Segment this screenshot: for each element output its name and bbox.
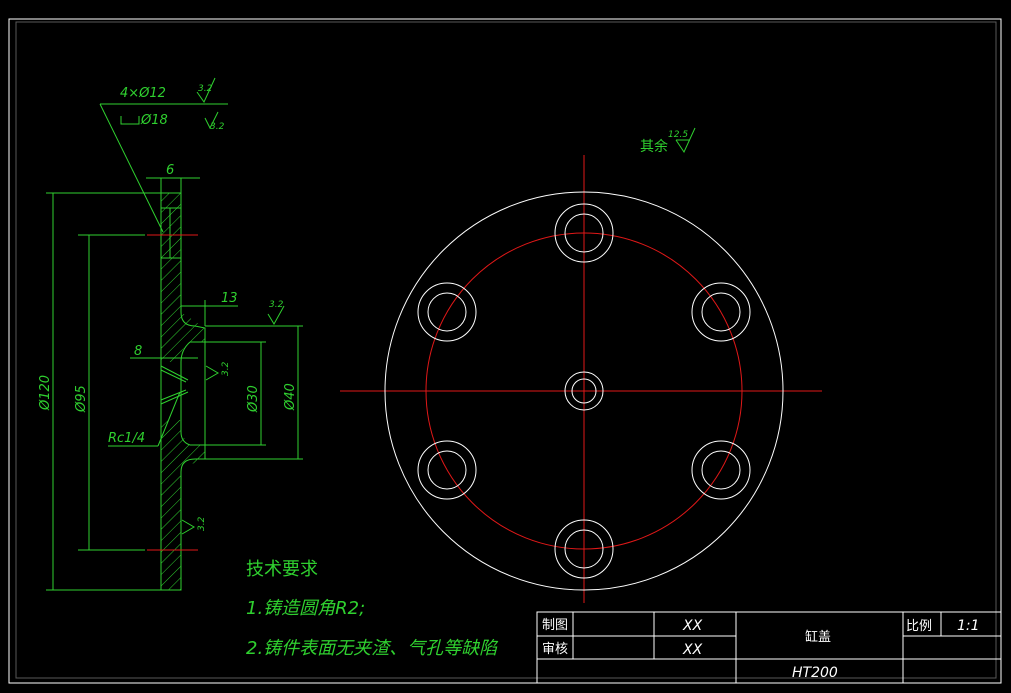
bolt-hole-1 xyxy=(564,213,604,253)
notes-line2: 2.铸件表面无夹渣、气孔等缺陷 xyxy=(246,638,499,659)
tb-drawn-label: 制图 xyxy=(542,618,568,633)
drawing-frame-outer xyxy=(8,18,1002,684)
tb-material: HT200 xyxy=(792,665,838,681)
roughness-bore-symbol xyxy=(205,365,219,381)
title-block xyxy=(536,611,1002,684)
roughness-holes: 3.2 xyxy=(198,84,213,94)
bolt-hole-3-counterbore xyxy=(691,440,751,500)
dim-holes: 4×Ø12 xyxy=(120,86,166,101)
bolt-hole-3 xyxy=(701,450,741,490)
bore-fillet xyxy=(180,341,191,446)
bolt-hole-4-counterbore xyxy=(554,519,614,579)
notes-title: 技术要求 xyxy=(246,559,318,580)
tb-part-name: 缸盖 xyxy=(805,629,831,645)
dim-boss-length: 13 xyxy=(221,291,238,306)
roughness-boss-face: 3.2 xyxy=(269,300,284,310)
roughness-face-symbol xyxy=(267,305,285,325)
section-view xyxy=(147,192,285,591)
dim-thickness: 6 xyxy=(166,163,174,178)
section-hatch-lower xyxy=(161,420,205,590)
roughness-other-value: 12.5 xyxy=(668,130,688,140)
center-bore-outer xyxy=(564,371,604,411)
tb-checked-by: XX xyxy=(682,642,703,658)
bolt-hole-5-counterbore xyxy=(417,440,477,500)
roughness-counterbore: 3.2 xyxy=(210,122,225,132)
front-view xyxy=(340,155,822,603)
counterbore-section xyxy=(160,207,182,259)
roughness-bore: 3.2 xyxy=(221,361,231,376)
dim-thread: Rc1/4 xyxy=(108,431,145,446)
bolt-hole-2-counterbore xyxy=(691,282,751,342)
bolt-hole-4 xyxy=(564,529,604,569)
tb-scale-value: 1:1 xyxy=(957,618,980,634)
thread-hole xyxy=(160,365,189,405)
dim-bore-dia: Ø30 xyxy=(246,385,261,413)
tb-drawn-by: XX xyxy=(682,618,703,634)
roughness-other-symbol xyxy=(675,127,696,154)
dimension-lines xyxy=(46,77,303,591)
dim-outer-dia: Ø120 xyxy=(38,375,53,411)
tb-checked-label: 审核 xyxy=(542,642,568,657)
roughness-flange-face: 3.2 xyxy=(197,516,207,531)
dim-bolt-circle: Ø95 xyxy=(74,385,89,413)
roughness-flange-symbol xyxy=(181,519,195,535)
flange-outer-circle xyxy=(384,191,784,591)
dim-boss-wall: 8 xyxy=(134,344,142,359)
notes-line1: 1.铸造圆角R2; xyxy=(246,598,365,619)
bolt-hole-6 xyxy=(427,292,467,332)
dim-counterbore: Ø18 xyxy=(140,113,168,128)
bolt-circle xyxy=(425,232,743,550)
bolt-hole-5 xyxy=(427,450,467,490)
tb-scale-label: 比例 xyxy=(906,619,932,634)
dim-boss-dia: Ø40 xyxy=(283,383,298,411)
roughness-other-label: 其余 xyxy=(640,138,668,155)
section-hatch-upper xyxy=(161,193,205,362)
drawing-frame-inner xyxy=(15,21,997,679)
bolt-hole-1-counterbore xyxy=(554,203,614,263)
bolt-hole-2 xyxy=(701,292,741,332)
bolt-hole-6-counterbore xyxy=(417,282,477,342)
center-bore-inner xyxy=(571,378,597,404)
